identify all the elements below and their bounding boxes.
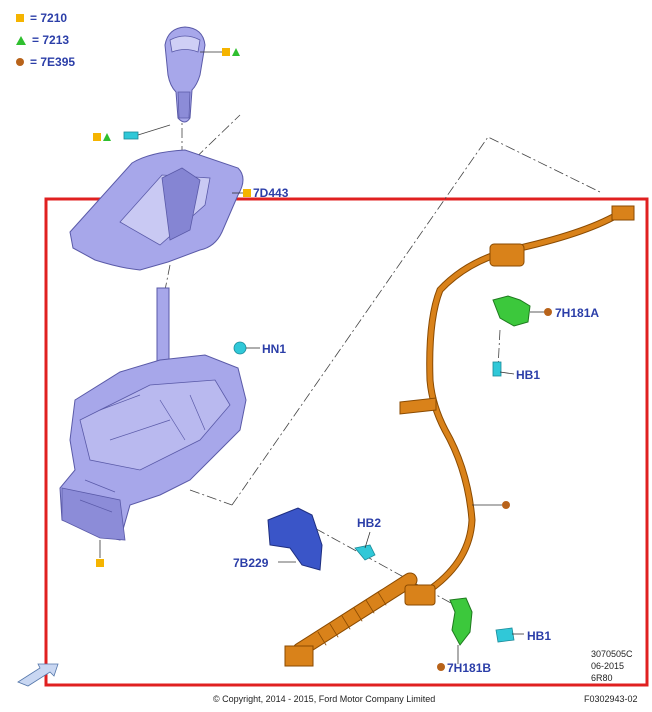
label-7h181a: 7H181A xyxy=(555,306,600,320)
legend-item-7213: = 7213 xyxy=(16,33,69,47)
knob-fastener xyxy=(123,124,171,140)
reference-block: 3070505C 06-2015 6R80 xyxy=(591,648,633,684)
label-hn1: HN1 xyxy=(262,342,287,356)
square-symbol-icon xyxy=(16,14,24,22)
clip-7h181a xyxy=(492,295,531,327)
legend-item-7210: = 7210 xyxy=(16,11,67,25)
shifter-housing xyxy=(59,287,247,541)
fastener-hb1-top xyxy=(492,361,502,377)
orientation-arrow-icon xyxy=(17,663,59,687)
label-hb1-bottom: HB1 xyxy=(527,629,552,643)
label-7d443: 7D443 xyxy=(253,186,289,200)
legend-label: = 7210 xyxy=(30,11,68,25)
triangle-symbol-icon xyxy=(16,35,26,45)
label-7h181b: 7H181B xyxy=(447,661,492,675)
callout-symbols xyxy=(93,48,552,671)
bezel-7d443 xyxy=(69,149,244,271)
reference-model: 6R80 xyxy=(591,673,613,683)
reference-date: 06-2015 xyxy=(591,661,625,671)
label-7b229: 7B229 xyxy=(233,556,269,570)
fastener-hb2 xyxy=(354,544,376,561)
reference-code: 3070505C xyxy=(591,649,633,659)
clip-7h181b xyxy=(449,597,473,646)
bracket-7b229 xyxy=(267,507,323,571)
copyright-text: © Copyright, 2014 - 2015, Ford Motor Com… xyxy=(213,694,436,704)
label-hb2: HB2 xyxy=(357,516,382,530)
label-hb1-top: HB1 xyxy=(516,368,541,382)
leader-lines xyxy=(99,51,545,664)
figure-id: F0302943-02 xyxy=(584,694,638,704)
dot-symbol-icon xyxy=(16,58,24,66)
legend-item-7e395: = 7E395 xyxy=(16,55,75,69)
gear-knob xyxy=(164,26,206,123)
legend-label: = 7E395 xyxy=(30,55,76,69)
highlight-frame xyxy=(44,197,649,687)
shift-cable xyxy=(284,205,635,667)
legend-label: = 7213 xyxy=(32,33,70,47)
fastener-hb1-bottom xyxy=(495,627,515,643)
